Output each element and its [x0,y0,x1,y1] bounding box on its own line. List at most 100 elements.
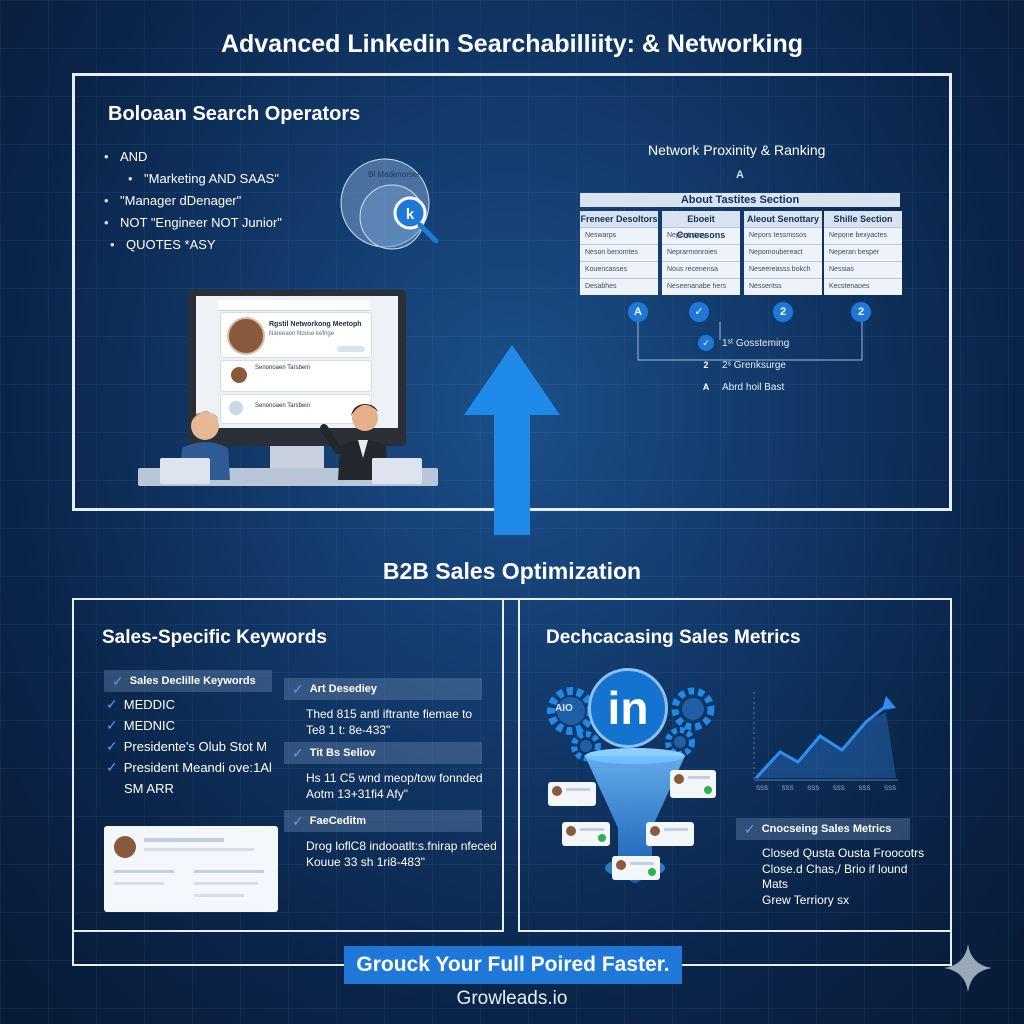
placeholder-line [144,838,224,842]
metrics-list: Closed Qusta Ousta Froocotrs Close.d Cha… [762,846,924,908]
check-icon: ✓ [698,335,714,351]
operator-item: QUOTES *ASY [104,234,282,256]
column-header: Eboeit Coneesons [662,211,740,240]
operator-item: "Manager dDenager" [104,190,282,212]
card-title: Senonoaen Tarsbein [255,403,310,409]
number-icon: 2 [703,360,709,370]
column-icon: 2 [851,302,871,322]
table-cell: Neseereasss bokch [744,261,822,278]
check-icon: ✓ [292,745,304,761]
column-header: Shille Section [824,211,902,227]
ranking-item: 2 2ˢ Grenksurge [698,354,789,376]
boolean-heading: Boloaan Search Operators [108,103,361,125]
table-column: Aleout Senottary Nepors tessmssos Nepomo… [744,211,822,295]
placeholder-line [114,870,174,873]
card-subtitle: Nareeaon Nouse kefrige [269,331,335,337]
column-icon: 2 [773,302,793,322]
list-item: ✓Presidente's Olub Stot M [106,738,268,754]
list-item: Grew Terriory sx [762,892,850,907]
list-item: ✓MEDDIC [106,696,176,712]
table-cell: Neson benomtes [580,244,658,261]
ranking-item: ✓ 1ˢᵗ Gossteming [698,332,789,354]
linkedin-logo: in [588,668,668,748]
keywords-header-bar: ✓ Sales Declille Keywords [104,670,272,692]
table-cell: Nepors tessmssos [744,227,822,244]
cta-button[interactable]: Grouck Your Full Poired Faster. [344,946,682,984]
connector-lines [637,322,863,361]
list-card: Senonoaen Tarsbein [220,360,372,392]
check-icon: ✓ [292,813,304,829]
metrics-panel [518,598,952,932]
operator-item: "Marketing AND SAAS" [104,168,282,190]
growth-chart-illustration [753,692,898,781]
table-cell: Neprarmonroies [662,244,740,261]
section-title: B2B Sales Optimization [382,558,642,584]
table-cell: Nous recenensa [662,261,740,278]
list-item: Mats [762,877,789,891]
card-title: Rgstil Networkong Meetoph [269,321,362,328]
monitor-topbar [218,300,370,311]
table-cell: Neswarps [580,227,658,244]
section-bar: ✓Tit Bs Seliov [284,742,482,764]
laptop-right [372,458,422,484]
person-icon: A [702,382,710,392]
list-item: SM ARR [124,781,174,796]
section-text: Drog loflC8 indooatlt:s.fnirap nfeced Ko… [306,839,497,869]
keywords-heading: Sales-Specific Keywords [102,627,327,648]
operator-item: NOT "Engineer NOT Junior" [104,212,282,234]
placeholder-line [194,870,264,873]
gear-label: AIO [555,703,573,714]
ranking-item: A Abrd hoil Bast [698,376,789,398]
column-header: Freneer Desoltors [580,211,658,227]
column-icon: A [628,302,648,322]
profile-mock-card [104,826,278,912]
placeholder-line [194,894,244,897]
table-cell: Nepone bexyactes [824,227,902,244]
table-cell: Neperan besper [824,244,902,261]
operator-item: AND [104,146,282,168]
section-text: Thed 815 antl iftrante fiemae to Te8 1 t… [306,707,473,737]
svg-text:k: k [406,206,415,223]
venn-label: Bl Madenorsenl [368,170,424,179]
check-icon: ✓ [106,696,118,712]
section-text: Hs 11 C5 wnd meop/tow fonnded Aotm 13+31… [306,771,483,801]
keywords-panel [72,598,504,932]
placeholder-line [144,848,254,851]
venn-search-illustration: k [340,158,439,250]
metric-card [670,770,716,798]
card-title: Senonoaen Tarsbein [255,365,310,371]
table-cell: Neseenanabe hers [662,278,740,295]
placeholder-line [114,882,164,885]
laptop-left [160,458,210,484]
avatar [114,836,136,858]
check-icon: ✓ [744,821,756,837]
metrics-heading: Dechcacasing Sales Metrics [546,627,801,648]
table-column: Shille Section Nepone bexyactes Neperan … [824,211,902,295]
metric-card [612,856,660,880]
connect-button[interactable] [337,346,365,352]
table-column: Freneer Desoltors Neswarps Neson benomte… [580,211,658,295]
table-cell: Desabhes [580,278,658,295]
column-header: Aleout Senottary [744,211,822,227]
avatar [227,317,265,355]
table-cell: Nepent story [662,227,740,244]
table-cell: Nessias [824,261,902,278]
check-icon: ✓ [106,717,118,733]
avatar [231,367,247,383]
table-cell: Nepomoubereact [744,244,822,261]
metric-card [548,782,596,806]
check-icon: ✓ [106,738,118,754]
network-heading: Network Proxinity & Ranking [648,142,826,158]
check-icon: ✓ [112,673,124,689]
page-title: Advanced Linkedin Searchabilliity: & Net… [220,30,804,58]
column-icon: ✓ [689,302,709,322]
list-card: Senonoaen Tarsbein [220,394,372,424]
section-bar: ✓Art Desediey [284,678,482,700]
metrics-header-bar: ✓ Cnocseing Sales Metrics [736,818,910,840]
list-item: Close.d Chas,/ Brio if lound [762,861,908,876]
placeholder-line [194,882,258,885]
about-section-bar: About Tastites Section [580,193,900,207]
profile-card: Rgstil Networkong Meetoph Nareeaon Nouse… [220,312,372,358]
sparkle-icon [944,944,992,992]
